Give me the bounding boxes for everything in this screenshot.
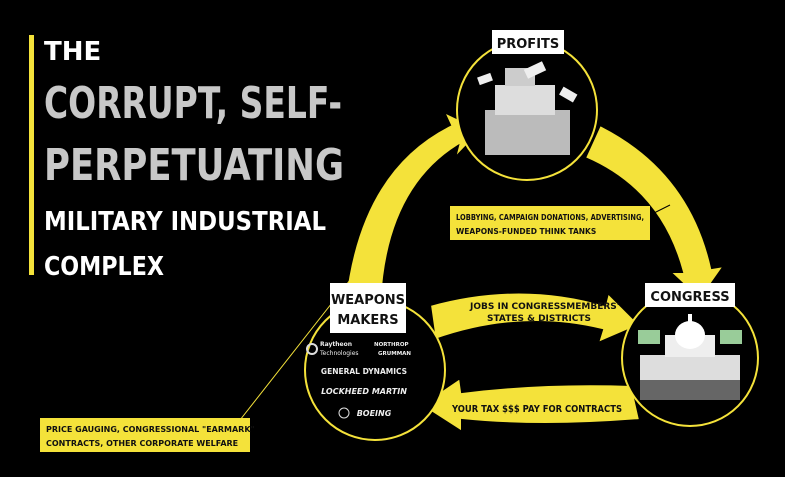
weapons-label-1: WEAPONS (331, 293, 405, 308)
caption-box-weapons-to-profits (40, 418, 250, 452)
lockheed-martin-name: LOCKHEED MARTIN (321, 387, 407, 396)
northrop-name-2: GRUMMAN (378, 351, 411, 357)
money-stack-icon (477, 61, 578, 155)
arrow-text-weapons-to-congress-1: JOBS IN CONGRESSMEMBERS' (469, 302, 620, 312)
raytheon-name-1: Raytheon (320, 341, 352, 348)
arrow-text-congress-to-weapons: YOUR TAX $$$ PAY FOR CONTRACTS (451, 404, 622, 415)
northrop-name-1: NORTHROP (374, 342, 409, 348)
raytheon-logo-icon (306, 343, 318, 355)
arrow-text-weapons-to-profits-2: CONTRACTS, OTHER CORPORATE WELFARE (46, 439, 238, 448)
arrow-congress-to-weapons (418, 376, 642, 434)
caption-box-profits-to-congress (450, 206, 650, 240)
boeing-logo-icon (338, 407, 350, 419)
profits-label-box (492, 30, 564, 54)
arrow-text-profits-to-congress-1: LOBBYING, CAMPAIGN DONATIONS, ADVERTISIN… (456, 213, 644, 222)
capitol-icon (638, 314, 742, 400)
title-line-1: THE (44, 37, 101, 67)
title-line-2: CORRUPT, SELF- (44, 78, 342, 129)
congress-label: CONGRESS (650, 290, 729, 305)
arrow-text-profits-to-congress-2: WEAPONS-FUNDED THINK TANKS (456, 227, 596, 236)
title-line-4: MILITARY INDUSTRIAL (44, 207, 326, 237)
arrow-text-weapons-to-profits-1: PRICE GAUGING, CONGRESSIONAL "EARMARK" (46, 425, 255, 434)
title-line-5: COMPLEX (44, 252, 164, 282)
raytheon-name-2: Technologies (319, 350, 359, 357)
arrow-weapons-to-congress (428, 291, 642, 345)
profits-label: PROFITS (497, 37, 560, 52)
boeing-name: BOEING (357, 409, 392, 418)
weapons-label-box (330, 283, 406, 333)
general-dynamics-name: GENERAL DYNAMICS (321, 367, 407, 376)
title-line-3: PERPETUATING (44, 140, 344, 191)
arrow-text-weapons-to-congress-2: STATES & DISTRICTS (487, 314, 591, 324)
title-bar (29, 35, 34, 275)
weapons-label-2: MAKERS (337, 313, 398, 328)
congress-label-box (645, 283, 735, 307)
